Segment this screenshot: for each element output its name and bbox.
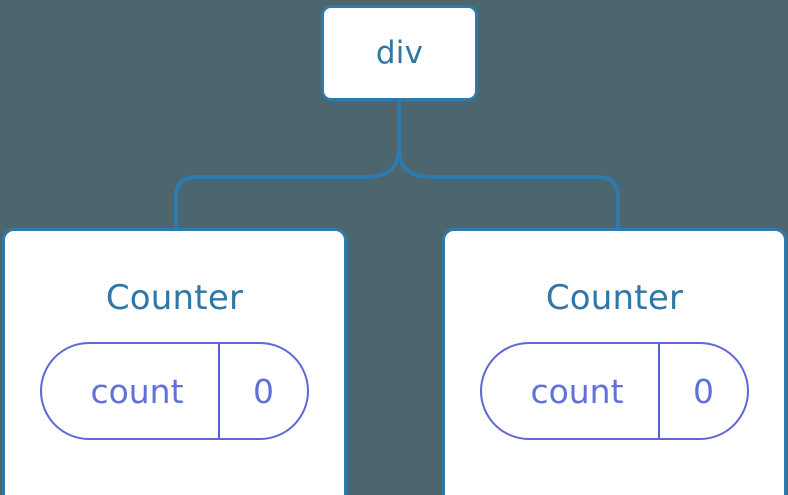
- state-value-left: 0: [218, 344, 307, 438]
- node-div-label: div: [375, 34, 424, 71]
- node-counter-right[interactable]: Counter count 0: [442, 228, 787, 495]
- node-div[interactable]: div: [321, 5, 478, 101]
- node-counter-left[interactable]: Counter count 0: [2, 228, 347, 495]
- node-counter-right-label: Counter: [545, 278, 684, 318]
- edge-to-counter-right: [397, 147, 620, 230]
- node-counter-left-label: Counter: [105, 278, 244, 318]
- state-key-right: count: [530, 371, 624, 411]
- state-key-left: count: [90, 371, 184, 411]
- state-capsule-left: count 0: [40, 342, 309, 440]
- edge-to-counter-left: [174, 147, 401, 230]
- state-capsule-right: count 0: [480, 342, 749, 440]
- state-value-right: 0: [658, 344, 747, 438]
